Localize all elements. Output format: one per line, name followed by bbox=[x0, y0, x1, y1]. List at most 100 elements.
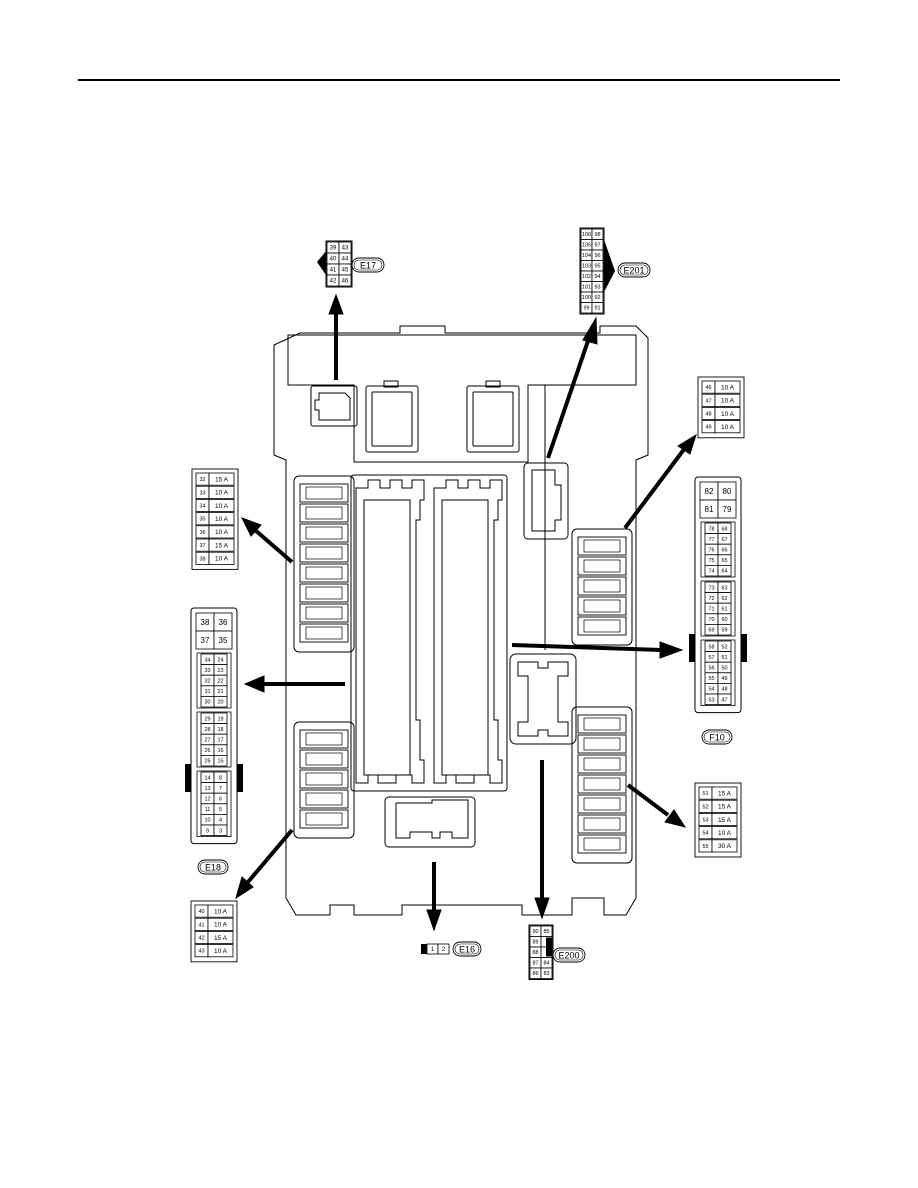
fuse-table-right_upper-rating-cell bbox=[714, 380, 741, 394]
fuse-table-right_upper-rating: 10 A bbox=[721, 398, 735, 405]
E18-lock-tab-left bbox=[185, 764, 191, 792]
E17-pin: 43 bbox=[342, 246, 349, 252]
F10-pin: 48 bbox=[721, 687, 727, 693]
E200-label-inner bbox=[554, 949, 584, 961]
E200-pin: 85 bbox=[543, 929, 549, 935]
fuse-table-right_lower-rating: 15 A bbox=[718, 804, 732, 811]
E17-pin: 44 bbox=[342, 257, 349, 263]
E18-pin: 21 bbox=[217, 689, 223, 695]
fuse-table-left_upper-rating-cell bbox=[208, 525, 235, 539]
fuse-table-left_lower-rating-cell bbox=[207, 931, 234, 945]
fuse-table-left_lower-rating-cell bbox=[207, 944, 234, 958]
E18-pin: 23 bbox=[217, 668, 223, 674]
E18-pin: 35 bbox=[219, 636, 228, 645]
left-lower-fuses-frame bbox=[293, 721, 355, 839]
left-upper-fuses-slot bbox=[299, 623, 349, 643]
E18-pin: 20 bbox=[217, 700, 223, 706]
F10-pin-cell bbox=[717, 624, 732, 636]
E201-label-inner bbox=[619, 264, 649, 276]
E18-pin: 28 bbox=[204, 727, 210, 733]
E18-pin: 19 bbox=[217, 716, 223, 722]
E16-lock-tab bbox=[421, 944, 427, 954]
E18-label-inner bbox=[199, 861, 227, 873]
fuse-table-left_lower-rating-cell bbox=[207, 904, 234, 918]
right-upper-fuses-slot bbox=[577, 536, 627, 556]
E17-pin: 42 bbox=[330, 279, 337, 285]
fuse-table-right_lower-rating: 30 A bbox=[718, 843, 732, 850]
F10-pin: 82 bbox=[705, 487, 714, 496]
fuse-table-right_lower-rating-cell bbox=[711, 799, 738, 813]
right-upper-fuses-slot bbox=[577, 576, 627, 596]
right-lower-fuses-fuse bbox=[583, 717, 621, 731]
F10-pin-cell bbox=[717, 565, 732, 577]
left-upper-fuses-fuse bbox=[305, 586, 343, 600]
right-upper-fuses-fuse bbox=[583, 579, 621, 593]
E201-label: E201 bbox=[623, 266, 644, 276]
E201-pin: 100 bbox=[582, 295, 591, 301]
F10-pin: 57 bbox=[708, 655, 714, 661]
E18-pin: 30 bbox=[204, 700, 210, 706]
F10-pin: 50 bbox=[721, 665, 727, 671]
F10-housing bbox=[694, 476, 742, 714]
fuse-table-left_upper-number: 37 bbox=[199, 543, 205, 549]
F10-label-inner bbox=[703, 731, 731, 743]
right-lower-fuses-fuse bbox=[583, 837, 621, 851]
fuse-table-left_upper-rating: 10 A bbox=[215, 490, 229, 497]
E18-pin: 7 bbox=[219, 786, 222, 792]
fuse-table-left_upper-rating-cell bbox=[208, 498, 235, 512]
F10-pin: 62 bbox=[721, 596, 727, 602]
E18-label-outline bbox=[197, 859, 229, 875]
right-lower-fuses-slot bbox=[577, 734, 627, 754]
E201-pin: 101 bbox=[582, 285, 591, 291]
left-upper-fuses-frame bbox=[293, 475, 355, 653]
E201-pin: 93 bbox=[594, 285, 600, 291]
E18-group bbox=[196, 711, 232, 768]
F10-pin: 77 bbox=[708, 537, 714, 543]
E18-pin: 3 bbox=[219, 828, 222, 834]
F10-pin: 63 bbox=[721, 585, 727, 591]
right-upper-fuses-slot bbox=[577, 616, 627, 636]
F10-pin: 56 bbox=[708, 665, 714, 671]
E200-lock-tab bbox=[546, 937, 552, 957]
E18-pin: 12 bbox=[204, 796, 210, 802]
left-upper-fuses-slot bbox=[299, 543, 349, 563]
left-upper-fuses-fuse bbox=[305, 526, 343, 540]
F10-pin: 68 bbox=[721, 526, 727, 532]
F10-pin: 70 bbox=[708, 617, 714, 623]
left-upper-fuses-slot bbox=[299, 523, 349, 543]
F10-group bbox=[700, 580, 736, 637]
E18-pin: 32 bbox=[204, 678, 210, 684]
F10-pin: 54 bbox=[708, 687, 714, 693]
left-lower-fuses-slot bbox=[299, 789, 349, 809]
fuse-table-left_lower-number: 41 bbox=[198, 922, 204, 928]
fuse-table-right_lower-number: 51 bbox=[702, 791, 708, 797]
E200-frame bbox=[528, 924, 554, 980]
E16-label: E16 bbox=[459, 945, 475, 955]
left-upper-fuses-fuse bbox=[305, 566, 343, 580]
E18-pin: 5 bbox=[219, 807, 222, 813]
E17-label-inner bbox=[353, 259, 383, 271]
F10-pin: 61 bbox=[721, 606, 727, 612]
right-lower-fuses-slot bbox=[577, 794, 627, 814]
E18-pin: 11 bbox=[205, 807, 211, 813]
E17-pin-cell bbox=[338, 274, 352, 287]
F10-label: F10 bbox=[709, 733, 725, 743]
fuse-table-right_lower-rating: 15 A bbox=[718, 817, 732, 824]
E16-label-inner bbox=[454, 943, 480, 955]
F10-pin: 53 bbox=[708, 697, 714, 703]
E17-pin: 39 bbox=[330, 246, 337, 252]
E18-pin: 25 bbox=[204, 759, 210, 765]
E201-pin: 105 bbox=[582, 243, 591, 249]
left-upper-fuses-slot bbox=[299, 563, 349, 583]
E16-pin: 1 bbox=[431, 947, 435, 953]
left-lower-fuses-fuse bbox=[305, 812, 343, 826]
E18-group bbox=[196, 770, 232, 837]
left-upper-fuses-slot bbox=[299, 483, 349, 503]
E18-pin-cell bbox=[213, 824, 228, 837]
F10-group bbox=[700, 521, 736, 578]
E18-pin: 22 bbox=[217, 678, 223, 684]
